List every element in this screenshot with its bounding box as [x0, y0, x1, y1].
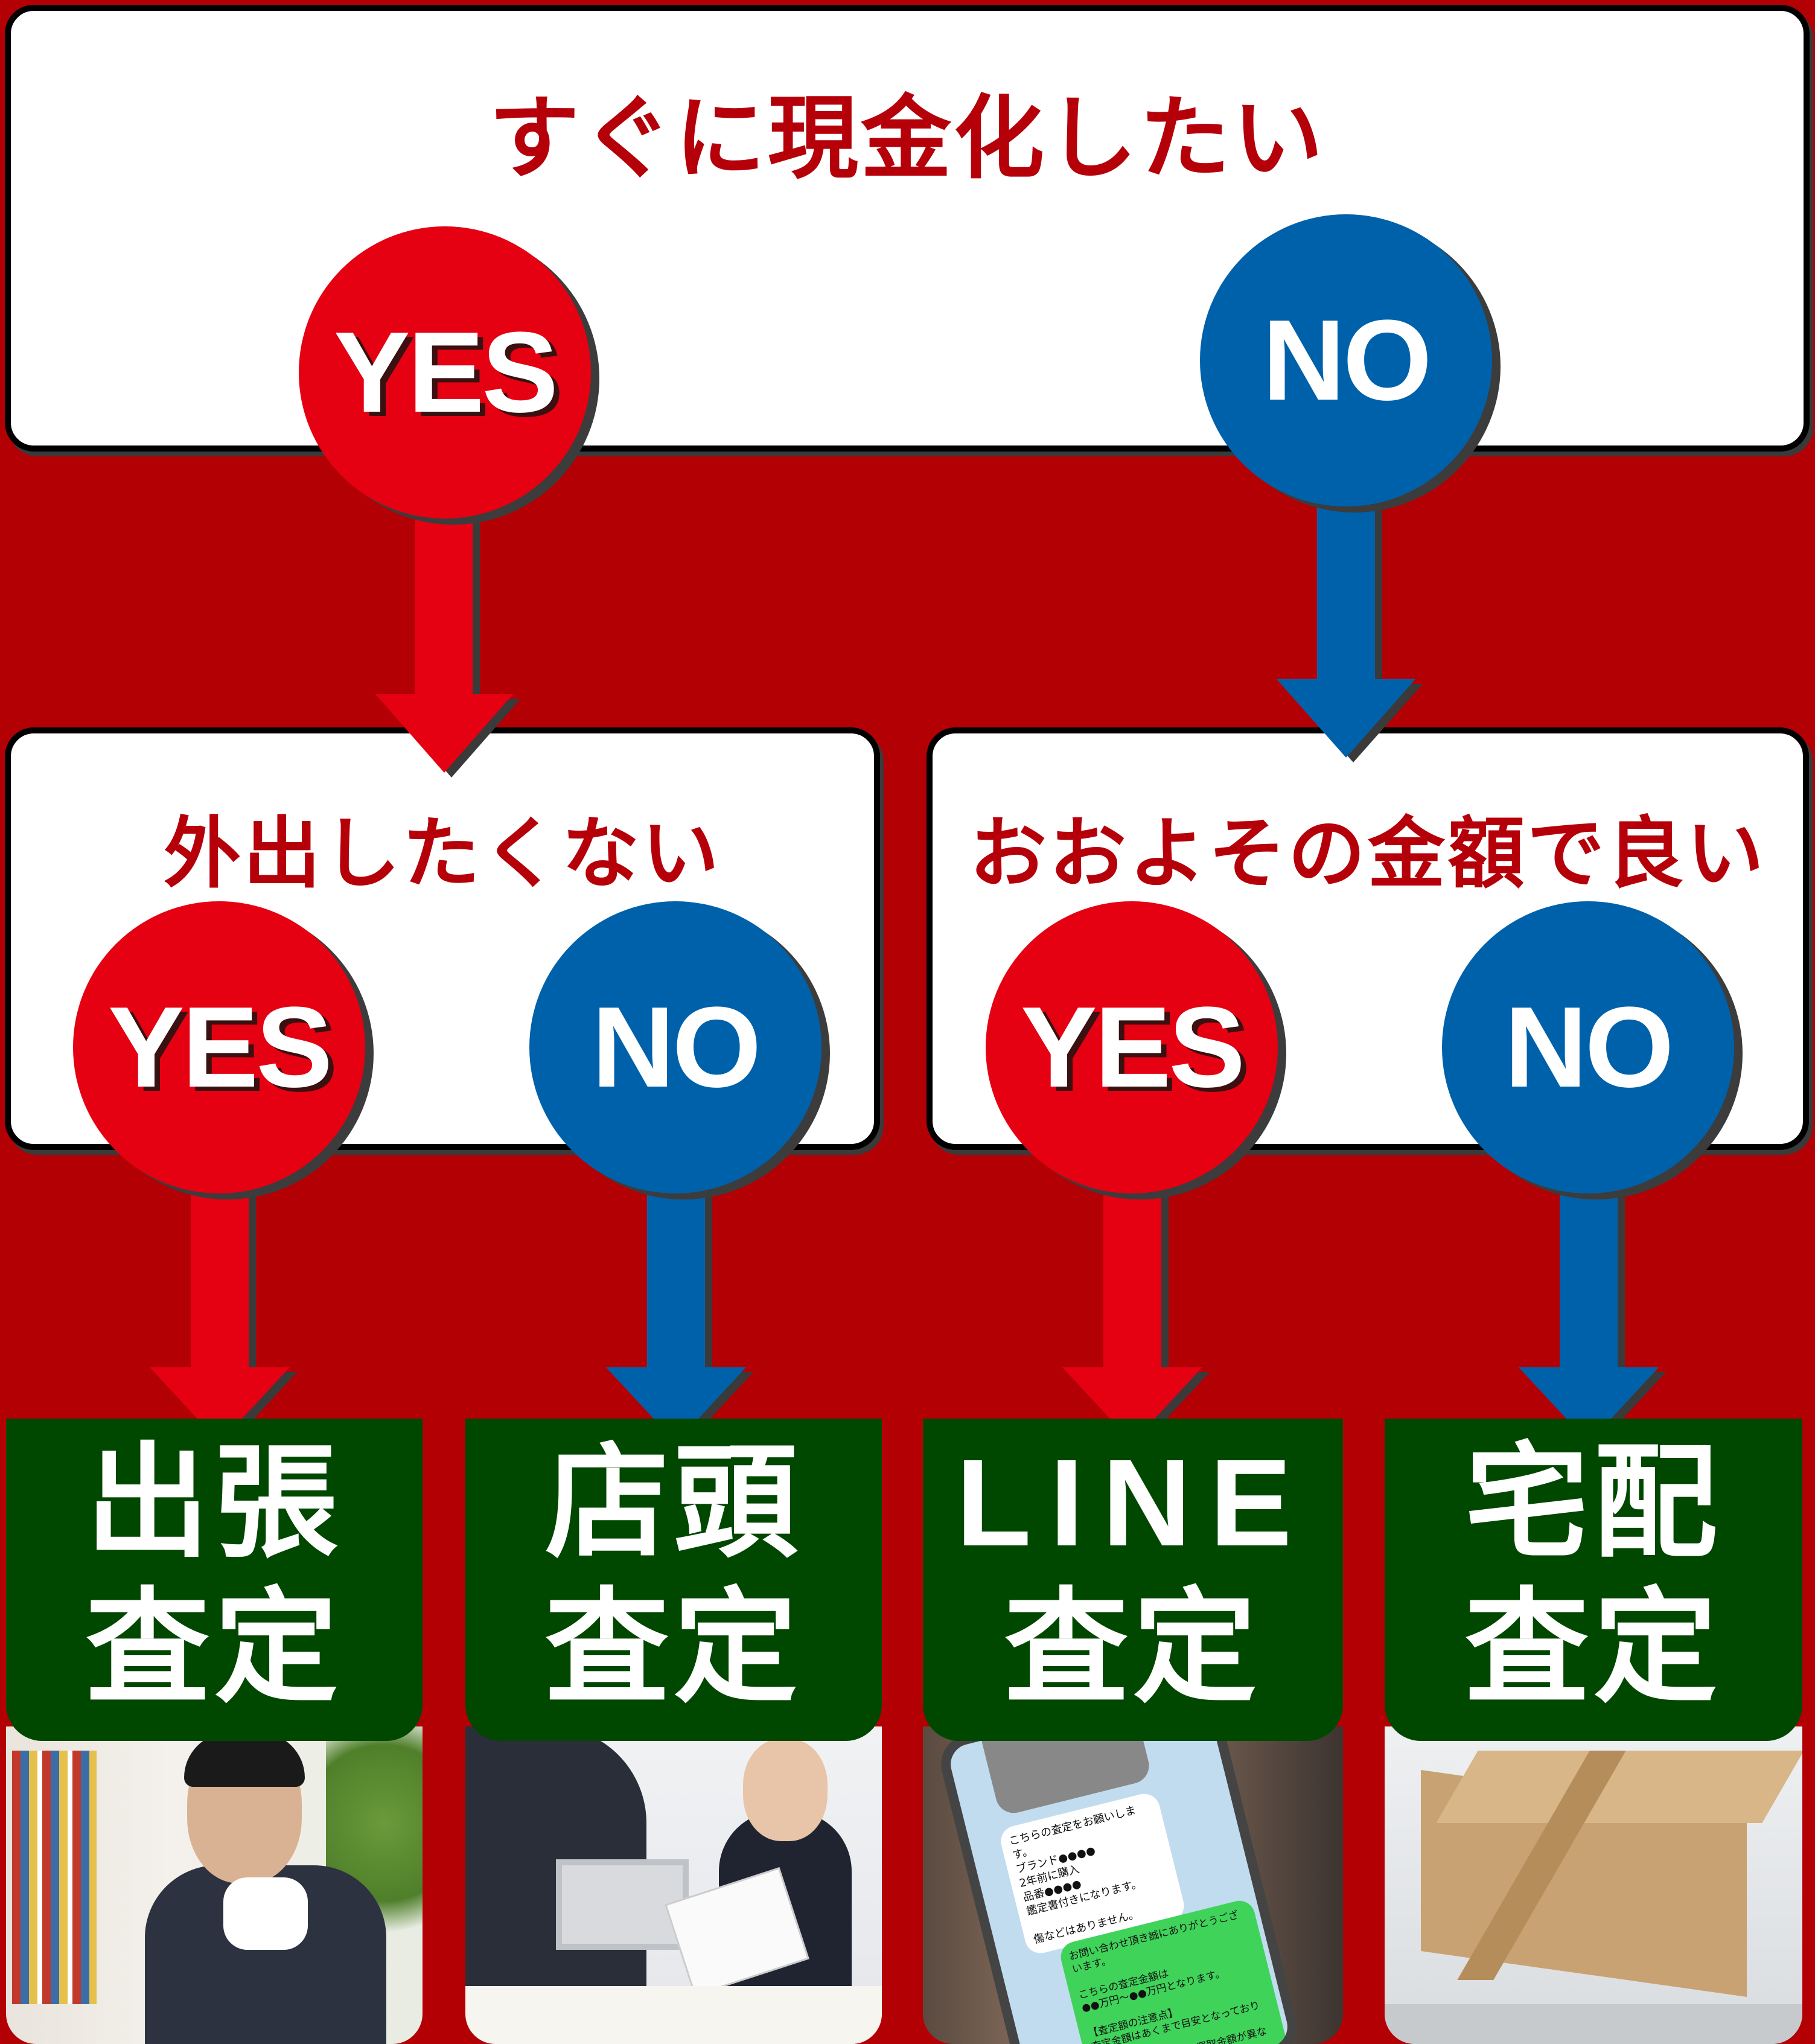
- photo-store-counter: [465, 1726, 882, 2044]
- arrow-yes-line: [1062, 1177, 1202, 1443]
- result-line: 査定: [1465, 1576, 1722, 1720]
- result-delivery-appraisal[interactable]: 宅配 査定: [1385, 1419, 1802, 1741]
- result-line: 店頭: [545, 1431, 802, 1575]
- result-line: 宅配: [1465, 1431, 1722, 1575]
- arrow-no-1: [1277, 489, 1415, 758]
- no-badge: NO: [1442, 901, 1734, 1193]
- yes-badge: YES: [299, 226, 591, 519]
- arrow-yes-outcall: [150, 1177, 290, 1443]
- arrow-no-store: [606, 1177, 746, 1443]
- arrow-no-delivery: [1519, 1177, 1659, 1443]
- no-badge: NO: [529, 901, 821, 1193]
- question-title: すぐに現金化したい: [488, 86, 1325, 191]
- yes-badge: YES: [73, 901, 365, 1193]
- result-line: 査定: [1004, 1576, 1262, 1720]
- result-store-appraisal[interactable]: 店頭 査定: [465, 1419, 882, 1741]
- photo-cardboard-box: [1385, 1726, 1802, 2044]
- photo-line-chat-phone: こちらの査定をお願いします。 ブランド●●●● 2年前に購入 品番●●●● 鑑定…: [923, 1726, 1343, 2044]
- result-line: 出張: [86, 1431, 343, 1575]
- result-line: 査定: [86, 1576, 343, 1720]
- question-title: おおよその金額で良い: [969, 809, 1766, 899]
- result-line-appraisal[interactable]: LINE 査定: [923, 1419, 1343, 1741]
- question-title: 外出したくない: [163, 809, 721, 899]
- result-line: LINE: [955, 1434, 1310, 1572]
- photo-appraiser-inspecting-watch: [6, 1726, 423, 2044]
- no-badge: NO: [1200, 214, 1492, 506]
- result-outcall-appraisal[interactable]: 出張 査定: [6, 1419, 423, 1741]
- yes-badge: YES: [986, 901, 1278, 1193]
- result-line: 査定: [545, 1576, 802, 1720]
- arrow-yes-1: [375, 501, 513, 773]
